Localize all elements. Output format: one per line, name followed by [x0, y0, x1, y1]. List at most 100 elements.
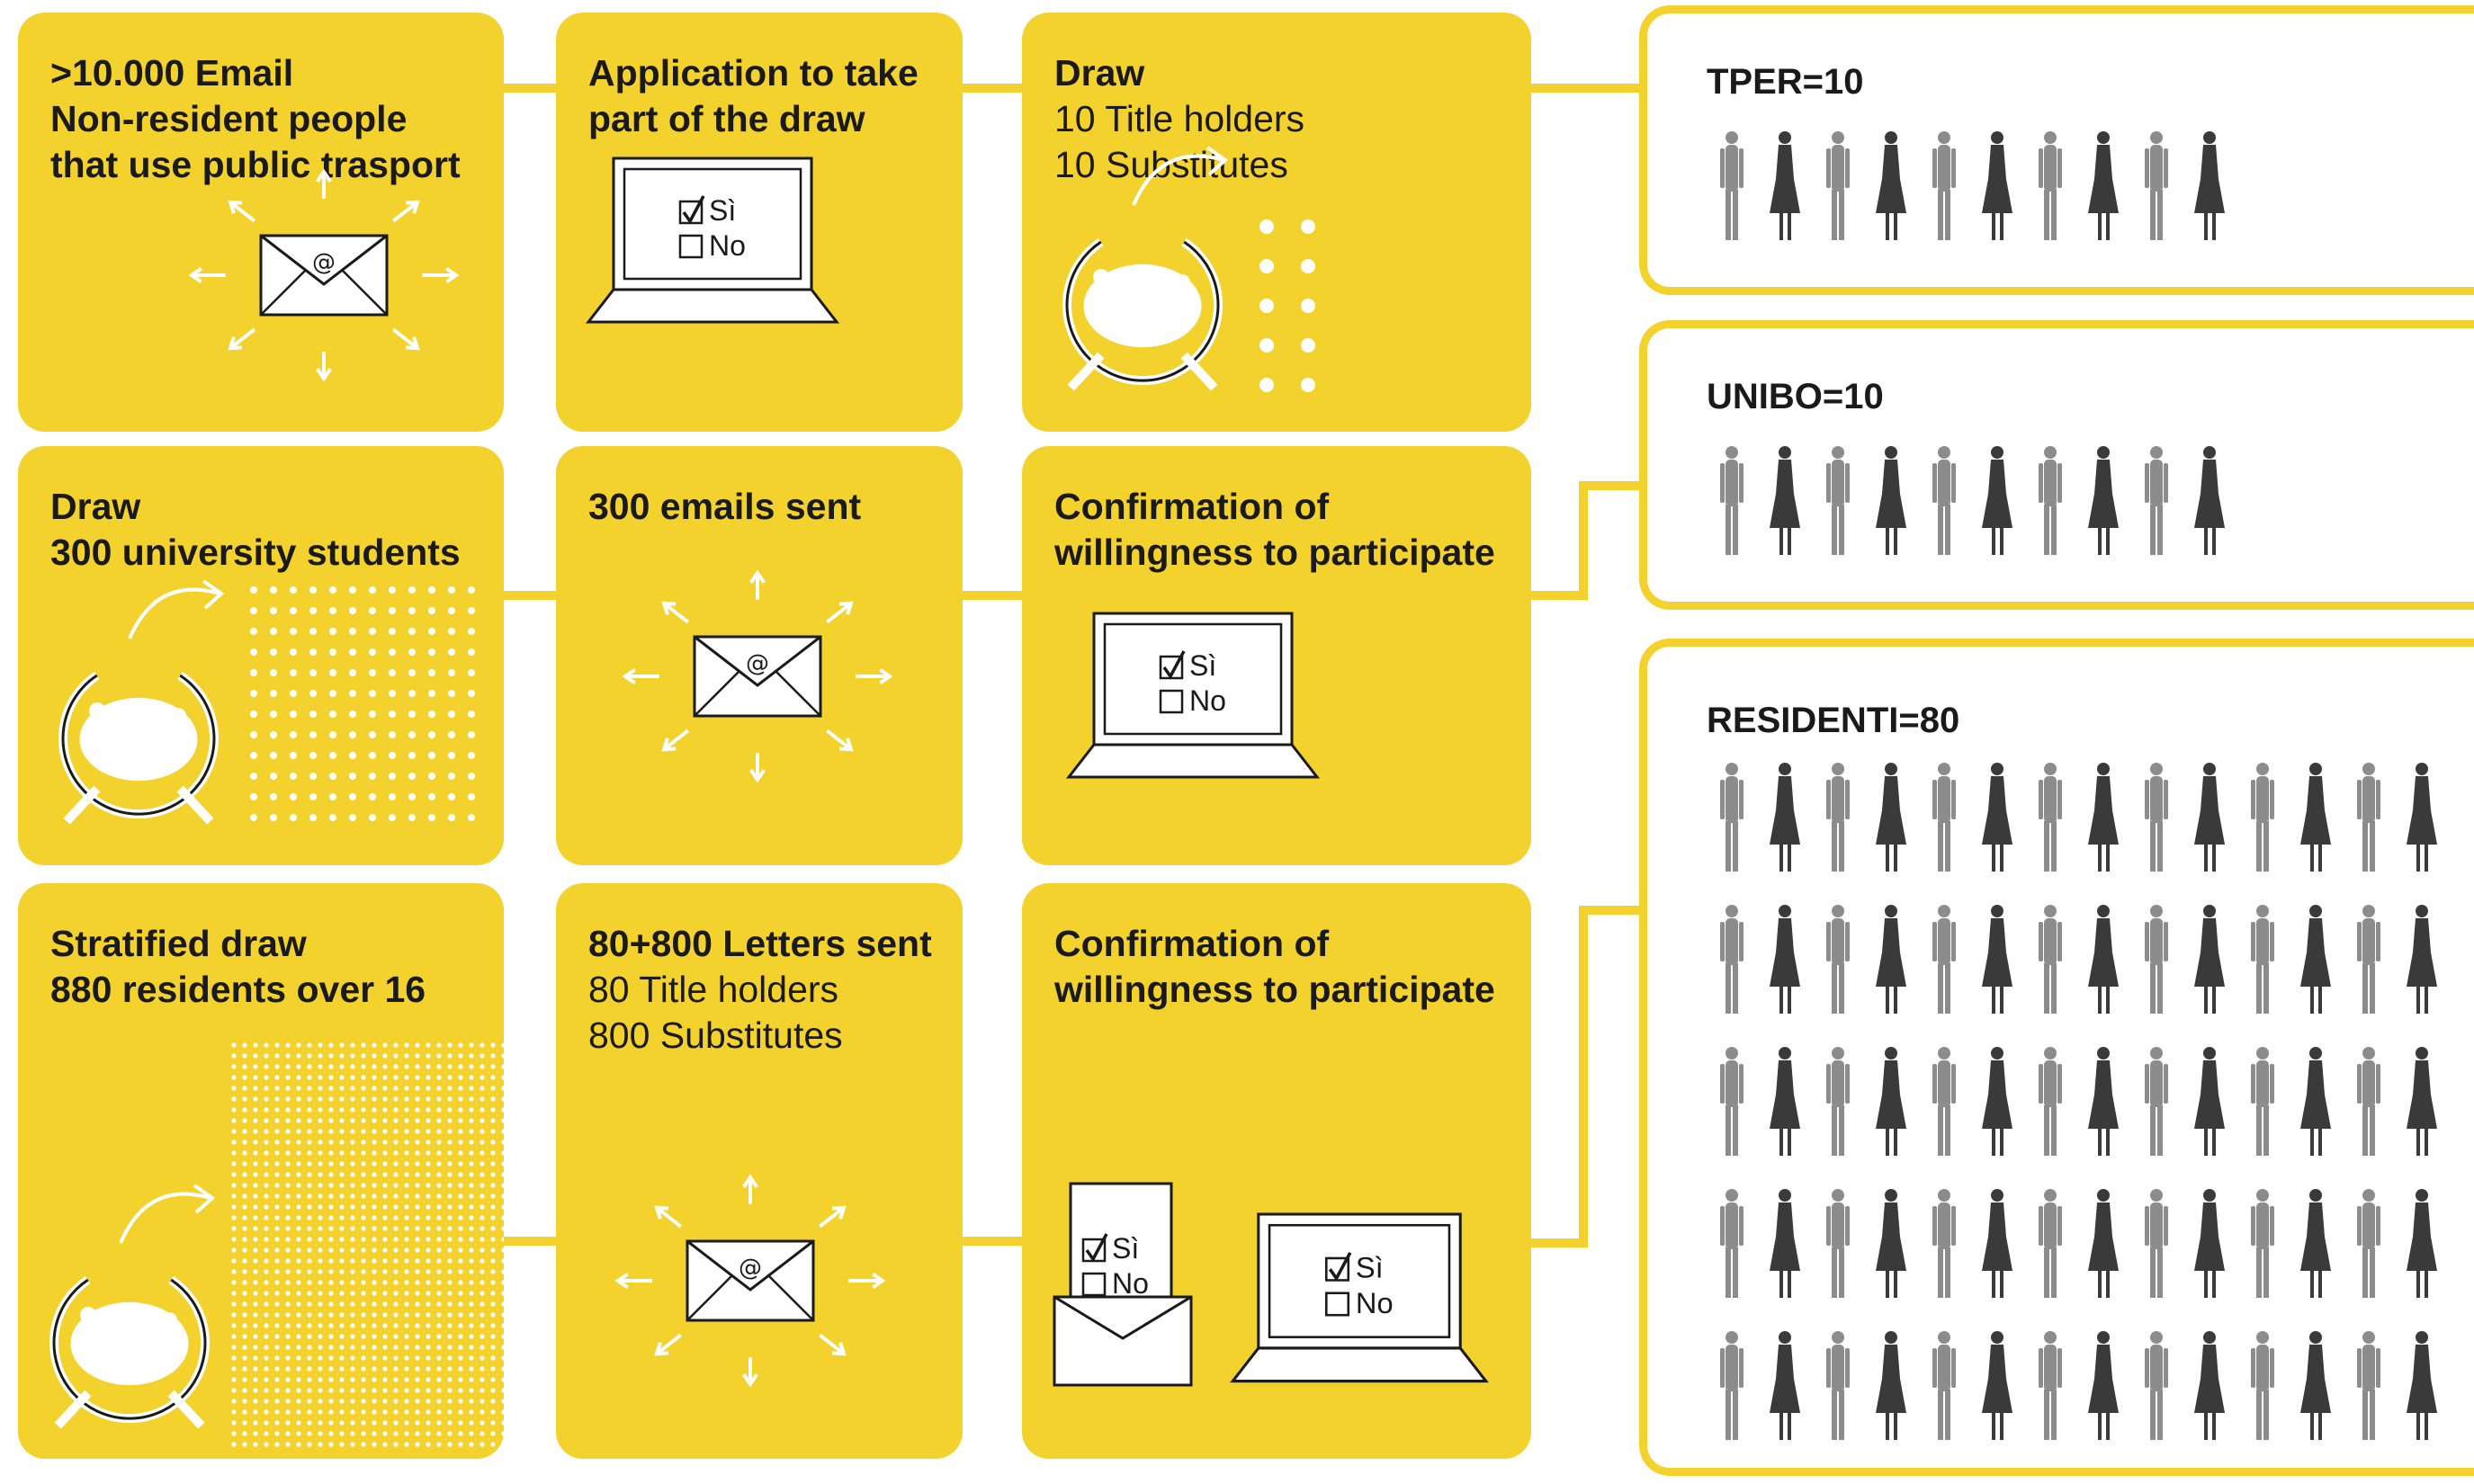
card-line: 10 Title holders [1054, 98, 1305, 139]
arrow-icon [654, 1333, 683, 1356]
checkbox-empty-icon [1159, 689, 1184, 714]
woman-figure-icon [1770, 1047, 1800, 1156]
option-no: No [709, 229, 746, 262]
man-figure-icon [2145, 1331, 2168, 1440]
man-figure-icon [2039, 763, 2062, 872]
woman-figure-icon [2194, 763, 2225, 872]
people-grid-residenti [1720, 763, 2437, 1440]
lottery-urn-icon [58, 579, 475, 825]
man-figure-icon [2357, 1047, 2380, 1156]
man-figure-icon [2039, 1047, 2062, 1156]
man-figure-icon [2039, 1189, 2062, 1298]
card-confirmation-residents: Confirmation of willingness to participa… [1022, 883, 1531, 1459]
man-figure-icon [2357, 1331, 2380, 1440]
urn-icon [58, 579, 225, 825]
arrow-icon [749, 569, 766, 600]
card-line: 800 Substitutes [588, 1015, 843, 1056]
woman-figure-icon [2300, 1047, 2331, 1156]
arrow-icon [228, 327, 256, 351]
card-email-nonresidents: >10.000 Email Non-resident people that u… [18, 13, 504, 432]
woman-figure-icon [1982, 1331, 2012, 1440]
woman-figure-icon [1770, 1331, 1800, 1440]
woman-figure-icon [2194, 1331, 2225, 1440]
arrow-icon [749, 753, 766, 783]
arrow-icon [622, 668, 659, 684]
arrow-icon [818, 1205, 847, 1229]
woman-figure-icon [1876, 1331, 1906, 1440]
people-grid-tper [1720, 131, 2225, 240]
woman-figure-icon [2088, 1047, 2119, 1156]
checkbox-empty-icon [1325, 1292, 1350, 1317]
man-figure-icon [2251, 763, 2274, 872]
woman-figure-icon [1770, 446, 1800, 555]
arrow-icon [228, 200, 256, 223]
arrow-icon [654, 1205, 683, 1229]
card-line: 880 residents over 16 [50, 969, 426, 1010]
man-figure-icon [2145, 1189, 2168, 1298]
urn-icon [1062, 146, 1229, 391]
man-figure-icon [1932, 1331, 1956, 1440]
arrow-icon [391, 327, 420, 351]
arrow-icon [614, 1273, 652, 1289]
arrow-icon [661, 601, 690, 624]
checkmark-icon [1162, 650, 1186, 680]
group-label: TPER=10 [1707, 62, 1864, 102]
card-line: 80 Title holders [588, 969, 839, 1010]
arrow-icon [742, 1174, 758, 1204]
woman-figure-icon [1982, 1047, 2012, 1156]
ball-dots [231, 1042, 504, 1447]
woman-figure-icon [1876, 446, 1906, 555]
card-stratified-draw: Stratified draw 880 residents over 16 [18, 883, 504, 1459]
arrow-icon [391, 200, 420, 223]
man-figure-icon [1932, 131, 1956, 240]
man-figure-icon [1720, 1047, 1743, 1156]
envelope-icon: @ [686, 1239, 815, 1322]
checkmark-icon [1085, 1233, 1108, 1263]
draw-arrow [128, 587, 220, 639]
group-box-residenti: RESIDENTI=80 [1639, 639, 2474, 1476]
woman-figure-icon [2300, 905, 2331, 1014]
man-figure-icon [2145, 763, 2168, 872]
people-grid-unibo [1720, 446, 2225, 555]
option-yes: Sì [1112, 1232, 1139, 1265]
ball-dots [1259, 219, 1315, 392]
man-figure-icon [1932, 1189, 1956, 1298]
man-figure-icon [1826, 1047, 1850, 1156]
envelope-icon: @ [693, 635, 822, 718]
man-figure-icon [2251, 1189, 2274, 1298]
checkmark-icon [682, 195, 705, 225]
arrow-icon [825, 601, 854, 624]
card-confirmation-students: Confirmation of willingness to participa… [1022, 446, 1531, 865]
option-no: No [1189, 684, 1226, 717]
woman-figure-icon [1982, 763, 2012, 872]
woman-figure-icon [2088, 905, 2119, 1014]
arrow-icon [316, 168, 332, 199]
ball-dots [250, 586, 475, 821]
woman-figure-icon [2088, 131, 2119, 240]
checkbox-empty-icon [1081, 1272, 1107, 1297]
arrow-icon [742, 1357, 758, 1388]
man-figure-icon [2145, 1047, 2168, 1156]
man-figure-icon [2145, 905, 2168, 1014]
man-figure-icon [1826, 1189, 1850, 1298]
at-symbol: @ [739, 1255, 762, 1282]
option-yes: Sì [1356, 1250, 1384, 1283]
man-figure-icon [2145, 446, 2168, 555]
woman-figure-icon [1876, 1189, 1906, 1298]
woman-figure-icon [2407, 1189, 2437, 1298]
arrow-icon [818, 1333, 847, 1356]
option-no: No [1112, 1267, 1149, 1300]
urn-icon [49, 1184, 216, 1429]
man-figure-icon [1720, 131, 1743, 240]
draw-arrow [1132, 154, 1224, 206]
man-figure-icon [2251, 1047, 2274, 1156]
woman-figure-icon [2194, 1189, 2225, 1298]
option-no: No [1356, 1286, 1394, 1319]
woman-figure-icon [1770, 131, 1800, 240]
man-figure-icon [1826, 446, 1850, 555]
woman-figure-icon [2407, 1331, 2437, 1440]
